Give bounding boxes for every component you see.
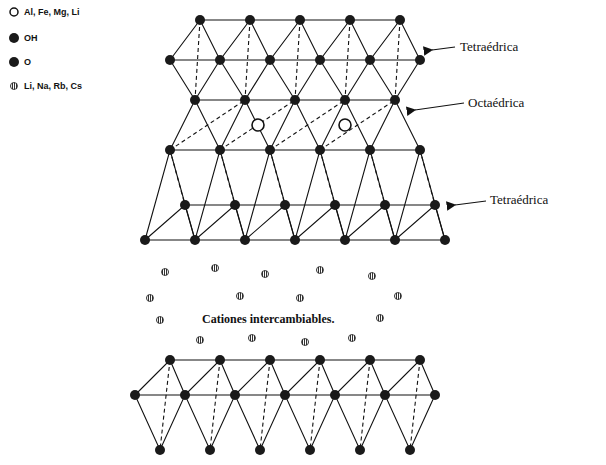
cation-label: Cationes intercambiables. [200, 313, 336, 325]
legend-text: Al, Fe, Mg, Li [24, 8, 80, 17]
layer-label: Octaédrica [468, 96, 524, 109]
legend-text: O [24, 58, 31, 67]
legend-text: OH [24, 34, 38, 43]
layer-label: Tetraédrica [460, 40, 518, 53]
legend-text: Li, Na, Rb, Cs [24, 82, 82, 91]
layer-label: Tetraédrica [490, 193, 548, 206]
